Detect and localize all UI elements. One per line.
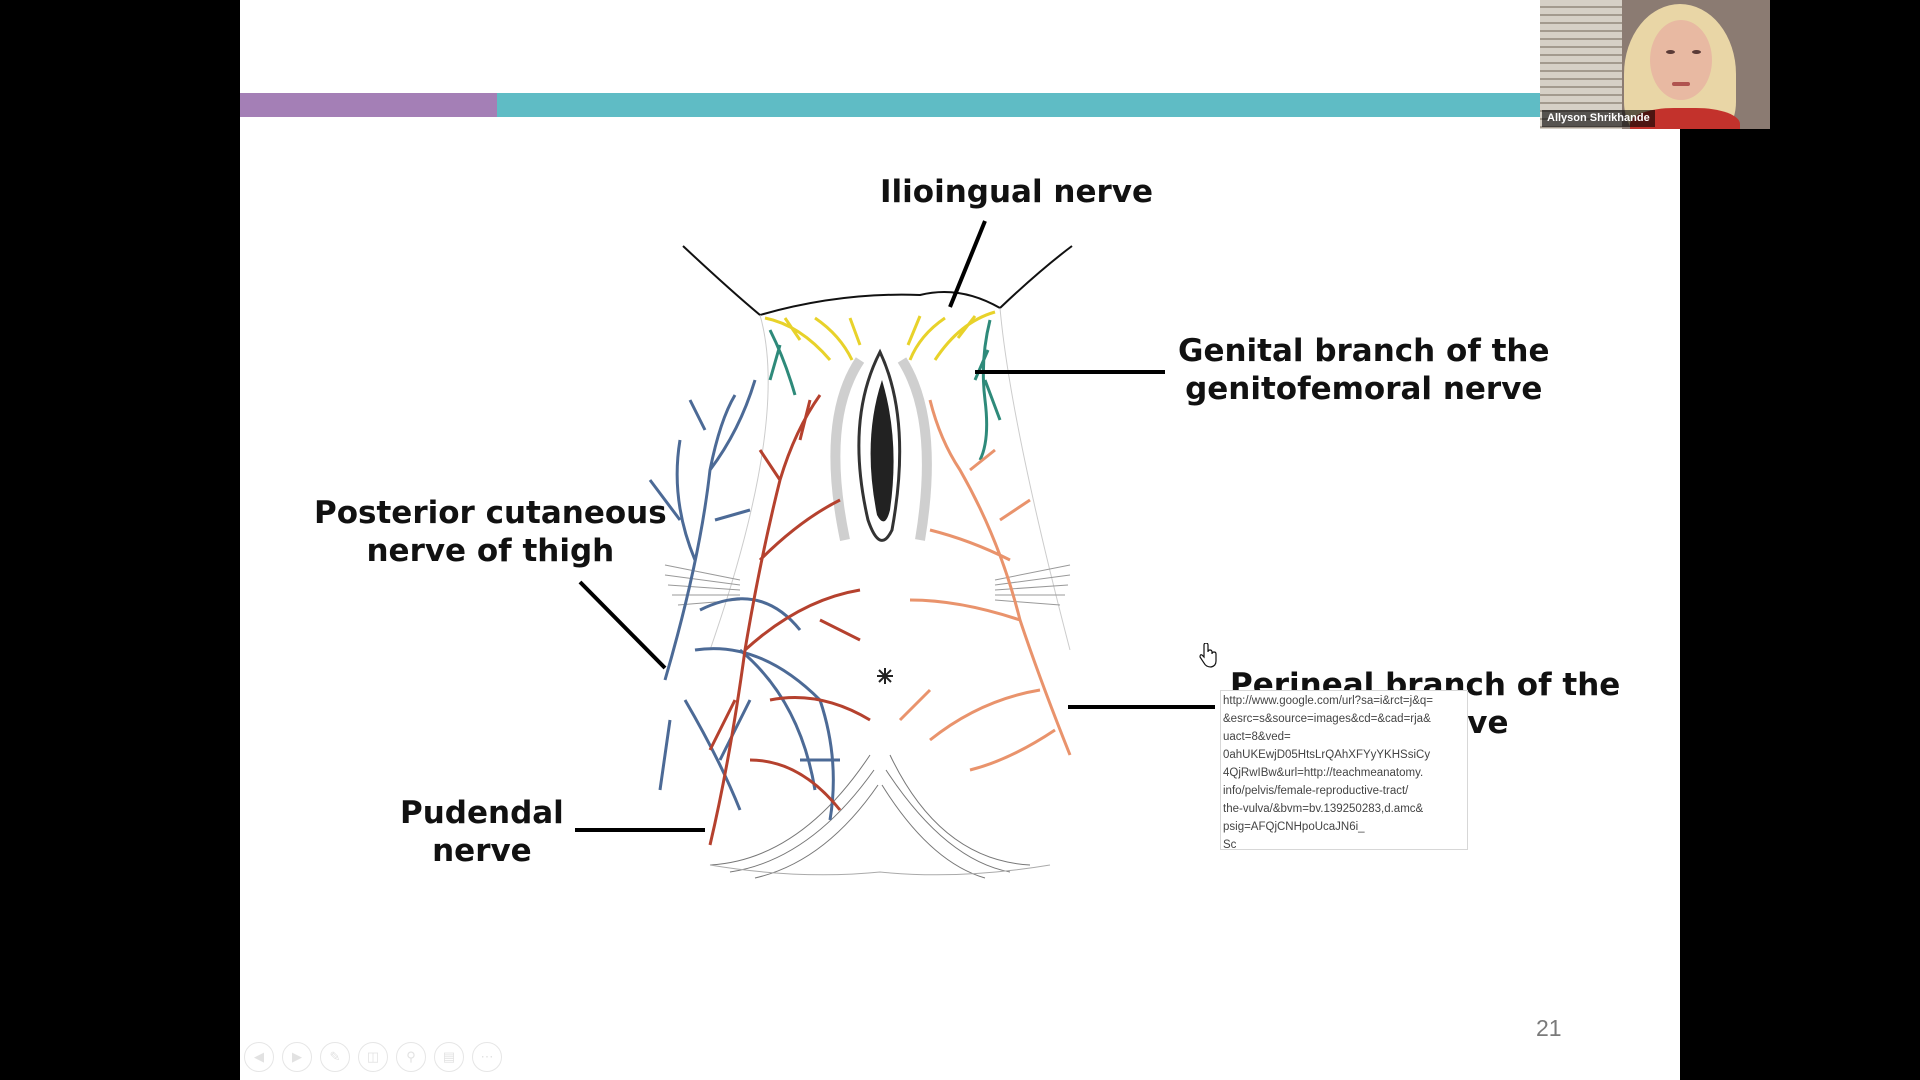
leader-ilioinguinal [948, 220, 987, 308]
anus-structure [877, 668, 893, 684]
next-icon[interactable]: ▶ [282, 1042, 312, 1072]
pen-icon[interactable]: ✎ [320, 1042, 350, 1072]
subtitles-icon[interactable]: ▤ [434, 1042, 464, 1072]
accent-bar-teal [497, 93, 1680, 117]
label-pudendal-nerve: Pudendal nerve [400, 795, 564, 869]
link-tooltip: http://www.google.com/url?sa=i&rct=j&q= … [1220, 690, 1468, 850]
slideshow-controls: ◀ ▶ ✎ ◫ ⚲ ▤ ⋯ [244, 1042, 502, 1072]
leader-posterior [578, 580, 667, 670]
zoom-icon[interactable]: ⚲ [396, 1042, 426, 1072]
accent-bar-purple [240, 93, 497, 117]
nerve-anatomy-diagram [575, 220, 1215, 879]
hand-cursor-icon [1199, 643, 1217, 668]
more-icon[interactable]: ⋯ [472, 1042, 502, 1072]
participant-face [1650, 20, 1712, 100]
participant-video[interactable]: Allyson Shrikhande [1540, 0, 1770, 129]
slides-icon[interactable]: ◫ [358, 1042, 388, 1072]
presentation-slide: Ilioingual nerve Genital branch of the g… [240, 0, 1680, 1080]
participant-name: Allyson Shrikhande [1542, 110, 1655, 127]
vulva-structure [830, 348, 932, 542]
label-posterior-cutaneous-nerve: Posterior cutaneous nerve of thigh [314, 495, 667, 569]
label-ilioinguinal-nerve: Ilioingual nerve [880, 174, 1153, 210]
previous-icon[interactable]: ◀ [244, 1042, 274, 1072]
slide-number: 21 [1536, 1015, 1562, 1041]
label-genital-branch: Genital branch of the genitofemoral nerv… [1178, 333, 1550, 407]
